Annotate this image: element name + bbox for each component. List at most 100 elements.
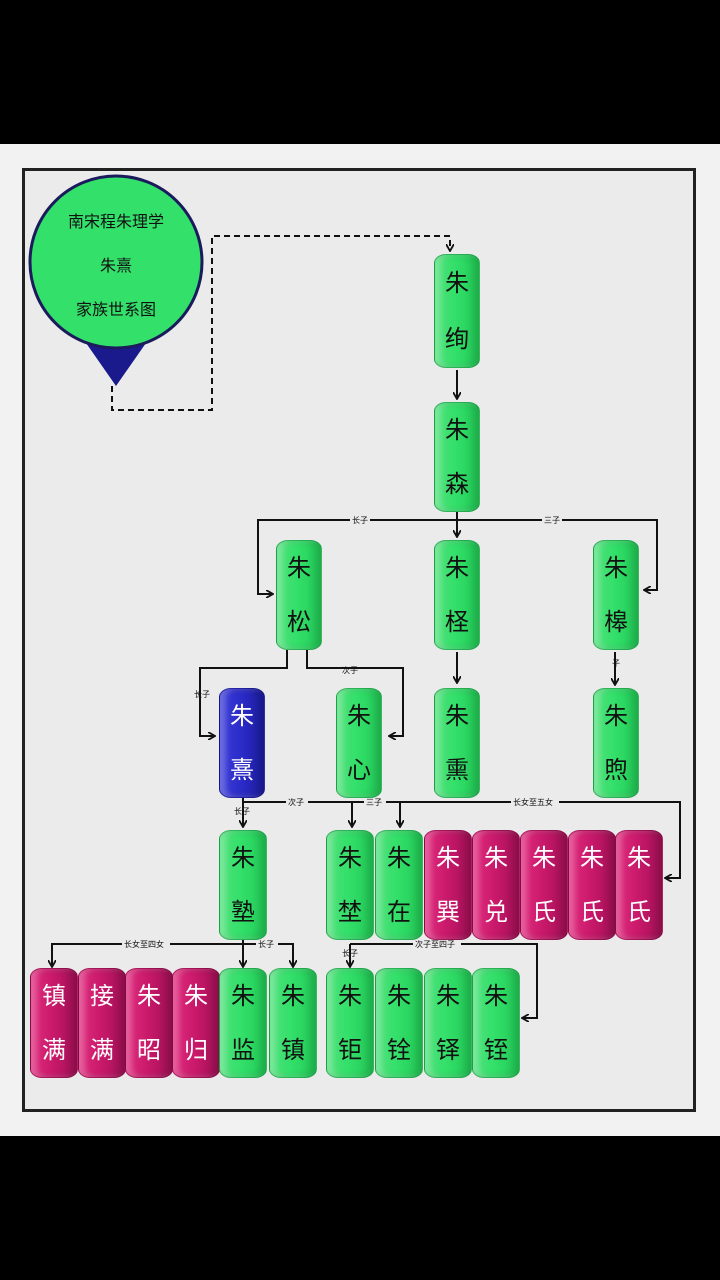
edge-xi-bar [243,801,681,878]
node-zhu-yi: 朱 铎 [424,968,472,1078]
node-zhu-quan-char1: 朱 [387,982,411,1010]
label-xi-changzi: 长子 [234,806,250,816]
node-zhu-shi-3: 朱 氏 [615,830,663,940]
node-zhu-ju: 朱 钜 [326,968,374,1078]
node-zhu-gui-char1: 朱 [184,982,208,1010]
node-zhu-xun3: 朱 巽 [424,830,472,940]
node-zhu-song-char2: 松 [287,608,311,636]
node-zhu-xun2-char2: 熏 [445,756,469,784]
node-jie-man-char1: 接 [90,982,114,1010]
node-zhu-zai-char1: 朱 [387,844,411,872]
node-zhu-xu-char2: 煦 [604,756,628,784]
node-zhu-quan: 朱 铨 [375,968,423,1078]
label-sen-sanzi: 三子 [544,516,560,525]
node-zhu-xun2: 朱 熏 [434,688,480,798]
node-zhu-xi: 朱 熹 [219,688,265,798]
node-zhu-shi-3-char1: 朱 [627,844,651,872]
node-zhu-xin-char1: 朱 [347,702,371,730]
label-song-cizi: 次子 [342,665,358,675]
node-zhu-shi-1-char1: 朱 [532,844,556,872]
node-zhu-xun3-char1: 朱 [436,844,460,872]
node-zhu-sen-char2: 森 [445,470,469,498]
label-chu-changzi: 长子 [342,948,358,958]
node-zhu-dui-char1: 朱 [484,844,508,872]
node-zhu-shu-char1: 朱 [231,844,255,872]
node-zhu-huai: 朱 槔 [593,540,639,650]
node-zhu-dui: 朱 兑 [472,830,520,940]
node-zhu-xun3-char2: 巽 [436,898,460,926]
label-xi-sanzi: 三子 [366,798,382,807]
node-zhu-zhao-char2: 昭 [137,1036,161,1064]
node-zhu-xin-char2: 心 [347,756,371,784]
title-link-dashed [111,235,450,411]
node-zhu-yi-char1: 朱 [436,982,460,1010]
edge-song-xi [199,650,288,736]
edge-song-xin [306,650,404,736]
node-zhu-zhi-char2: 铚 [484,1036,508,1064]
node-zhu-shi-2-char2: 氏 [580,898,604,926]
node-zhu-zai: 朱 在 [375,830,423,940]
node-zhu-dui-char2: 兑 [484,898,508,926]
node-jie-man-char2: 满 [90,1036,114,1064]
node-zhu-sen: 朱 森 [434,402,480,512]
node-zhu-shu: 朱 塾 [219,830,267,940]
node-zhu-cheng-char1: 朱 [445,554,469,582]
node-zhu-shu-char2: 塾 [231,898,255,926]
node-zhu-xu: 朱 煦 [593,688,639,798]
node-zhu-jian-char1: 朱 [231,982,255,1010]
node-zhu-huai-char2: 槔 [604,608,628,636]
node-zhu-xun-char1: 朱 [445,269,469,297]
node-zhu-song: 朱 松 [276,540,322,650]
node-zhu-sen-char1: 朱 [445,416,469,444]
node-zhu-chu: 朱 埜 [326,830,374,940]
title-pin-icon [28,174,204,386]
node-zhu-jian-char2: 监 [231,1036,255,1064]
node-zhu-cheng-char2: 柽 [445,608,469,636]
node-zhu-huai-char1: 朱 [604,554,628,582]
title-line-3: 家族世系图 [75,300,156,319]
edge-shu-daughters [52,943,243,966]
title-line-1: 南宋程朱理学 [67,212,164,231]
node-zhu-zhao-char1: 朱 [137,982,161,1010]
node-zhu-shi-1-char2: 氏 [532,898,556,926]
node-zhu-zai-char2: 在 [387,898,411,926]
label-shu-changzi: 长子 [258,939,274,949]
node-zhu-shi-2: 朱 氏 [568,830,616,940]
node-zhu-cheng: 朱 柽 [434,540,480,650]
label-huai-zi: 子 [612,659,620,668]
node-zhu-gui-char2: 归 [184,1036,208,1064]
node-zhu-zhao: 朱 昭 [125,968,173,1078]
node-zhu-zhen: 朱 镇 [269,968,317,1078]
node-zhu-shi-3-char2: 氏 [627,898,651,926]
node-zhu-xin: 朱 心 [336,688,382,798]
node-zhu-xun-char2: 绚 [445,325,469,353]
label-chu-cizi-sizi: 次子至四子 [415,939,455,949]
label-song-changzi: 长子 [194,689,210,699]
node-zhu-zhen-char2: 镇 [281,1036,305,1064]
node-zhu-xi-char2: 熹 [230,756,254,784]
node-zhu-gui: 朱 归 [172,968,220,1078]
label-shu-daughters: 长女至四女 [124,939,164,949]
node-zhu-ju-char2: 钜 [338,1036,362,1064]
node-zhu-quan-char2: 铨 [387,1036,411,1064]
node-zhen-man-char2: 满 [42,1036,66,1064]
node-zhu-yi-char2: 铎 [436,1036,460,1064]
node-zhu-zhi: 朱 铚 [472,968,520,1078]
title-line-2: 朱熹 [99,256,132,275]
node-jie-man: 接 满 [78,968,126,1078]
node-zhu-ju-char1: 朱 [338,982,362,1010]
node-zhu-zhi-char1: 朱 [484,982,508,1010]
node-zhu-chu-char1: 朱 [338,844,362,872]
node-zhu-jian: 朱 监 [219,968,267,1078]
label-xi-cizi: 次子 [288,797,304,807]
node-zhu-shi-2-char1: 朱 [580,844,604,872]
node-zhu-shi-1: 朱 氏 [520,830,568,940]
node-zhu-chu-char2: 埜 [338,898,362,926]
node-zhu-zhen-char1: 朱 [281,982,305,1010]
node-zhen-man-char1: 镇 [42,982,66,1010]
label-sen-changzi: 长子 [352,515,368,525]
node-zhen-man: 镇 满 [30,968,78,1078]
node-zhu-xun2-char1: 朱 [445,702,469,730]
label-xi-daughters: 长女至五女 [513,797,553,807]
node-zhu-xu-char1: 朱 [604,702,628,730]
